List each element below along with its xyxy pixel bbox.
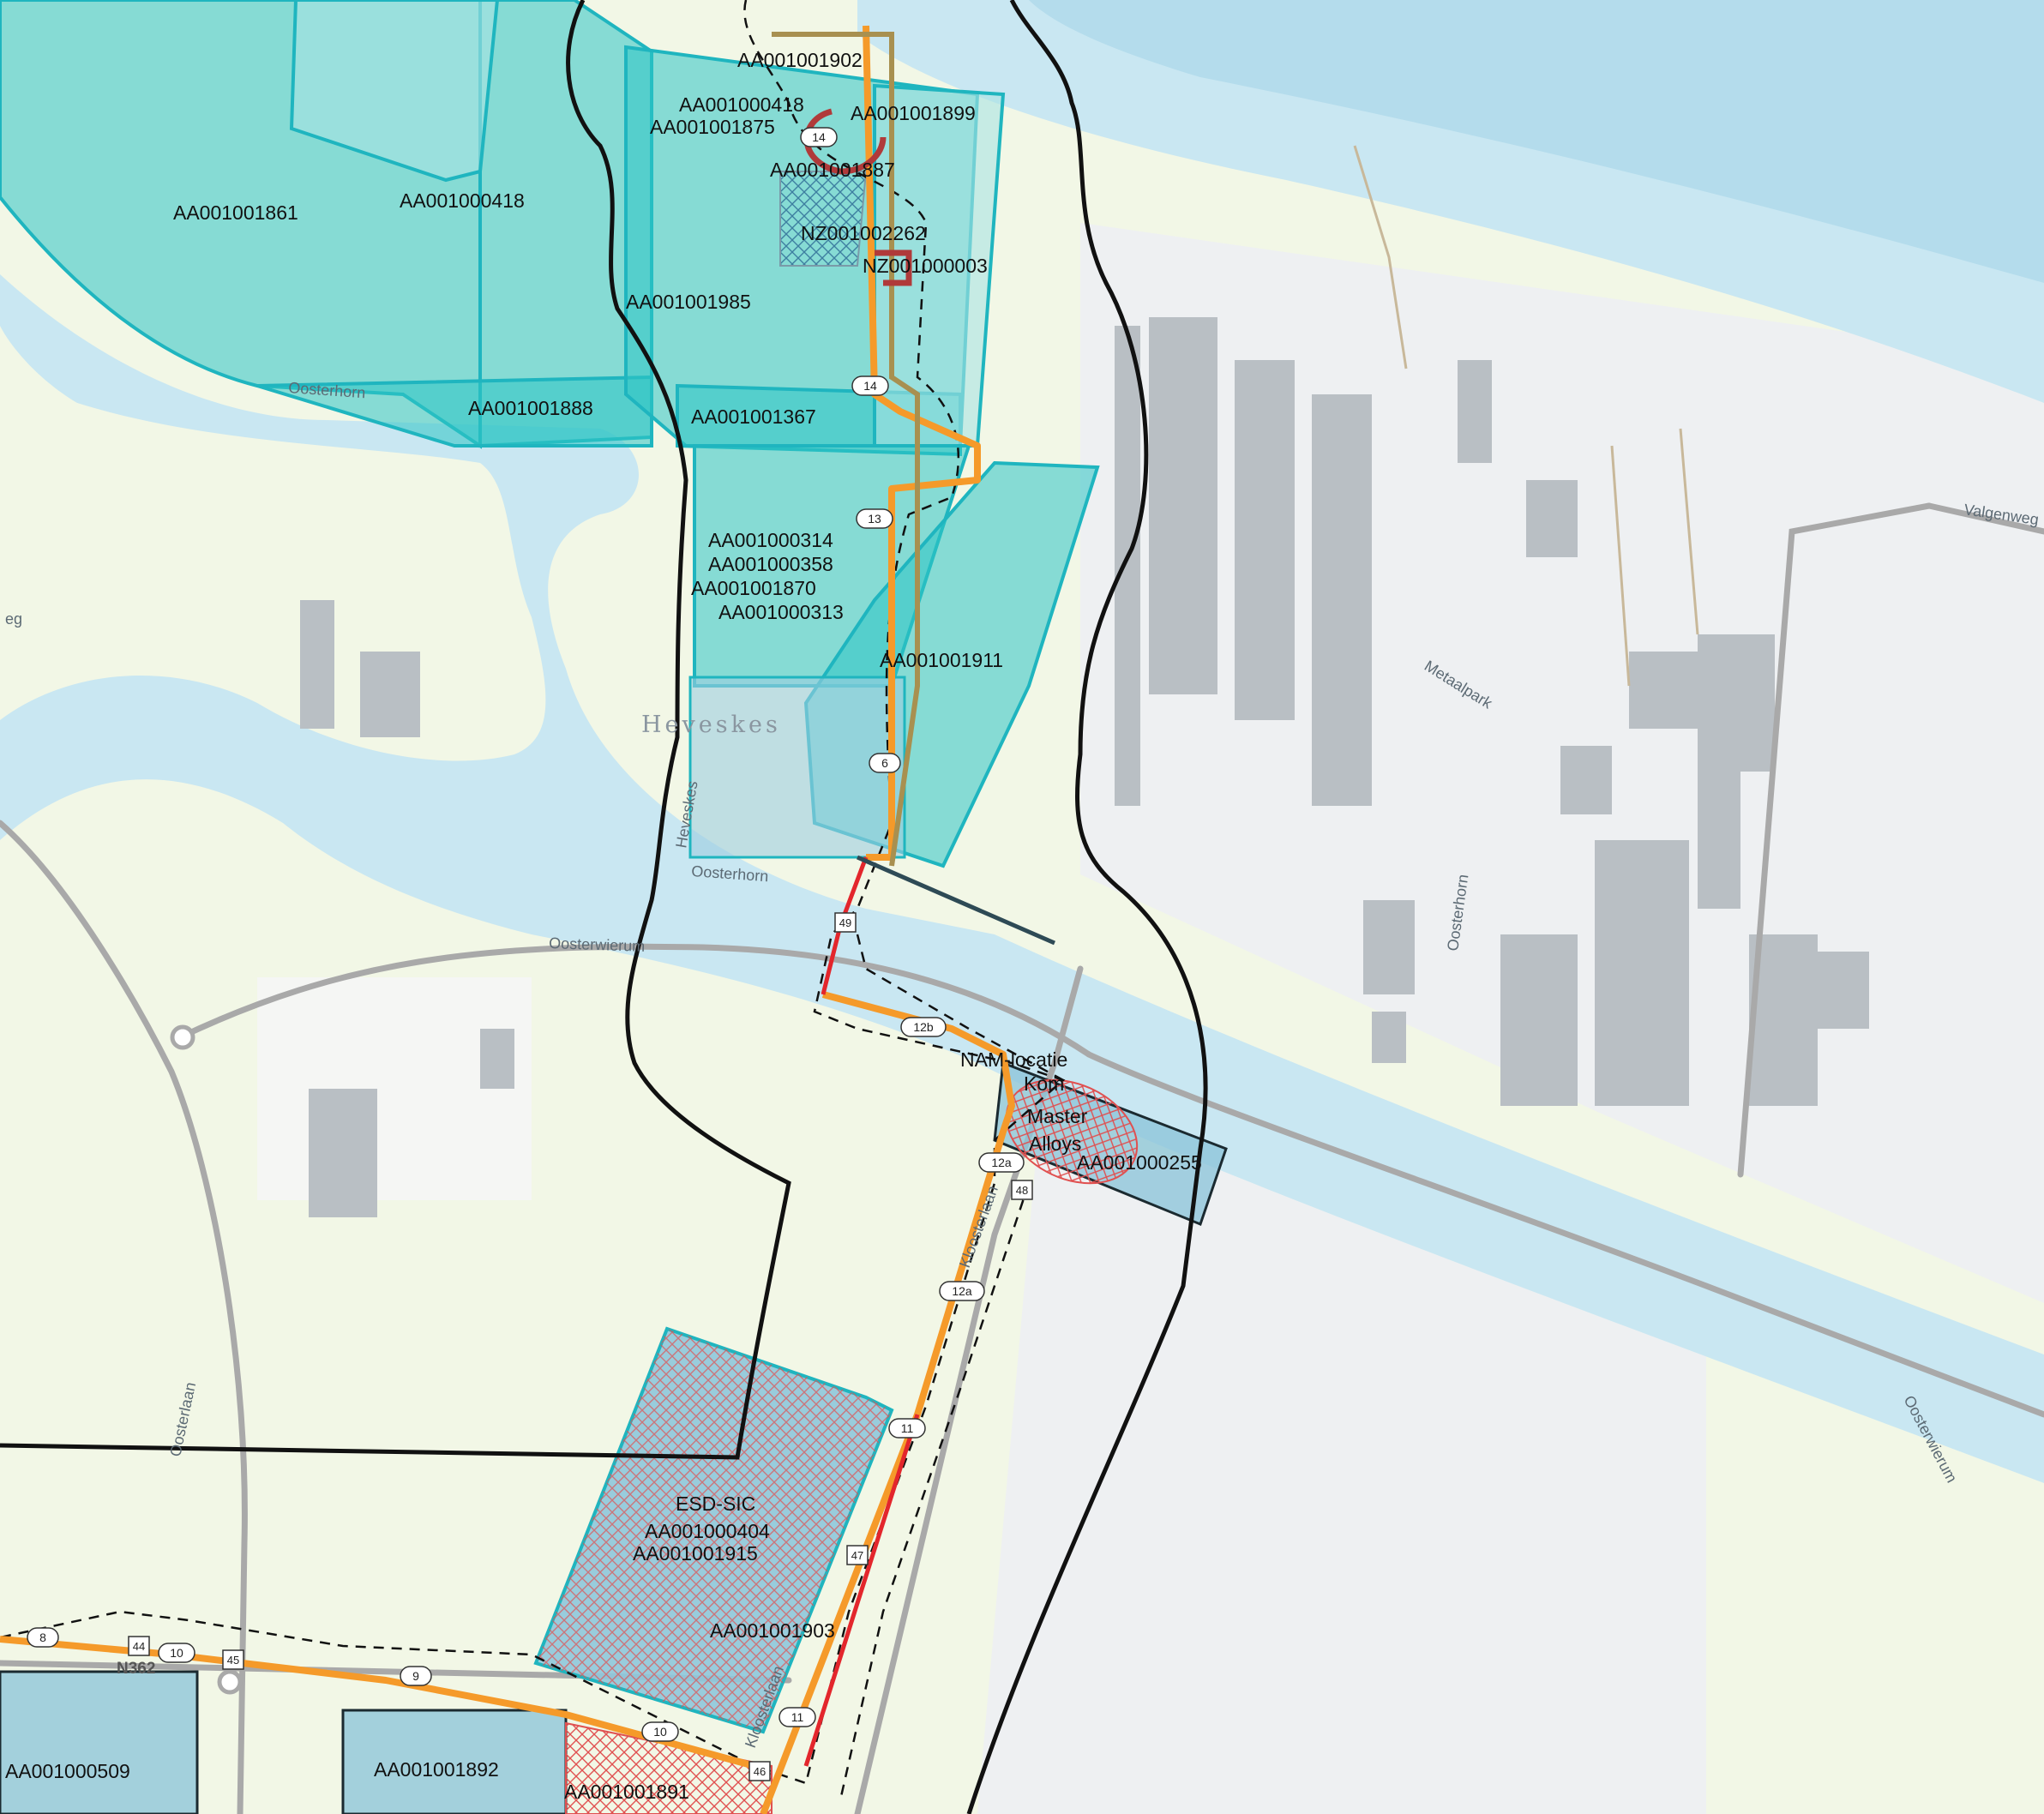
route-badge-label: 13 — [868, 512, 881, 526]
route-badge-r14_top: 14 — [800, 127, 838, 147]
label-aa001001861: AA001001861 — [173, 201, 298, 224]
label-nam-line4: Alloys — [1029, 1132, 1081, 1155]
label-nam-line1: NAM-locatie — [960, 1048, 1067, 1071]
route-badge-r11_1: 11 — [888, 1418, 926, 1439]
route-badge-r12a_1: 12a — [978, 1152, 1025, 1173]
km-marker-k49: 49 — [834, 912, 857, 933]
label-aa001000418-a: AA001000418 — [679, 93, 804, 116]
km-marker-k45: 45 — [222, 1649, 244, 1670]
route-badge-r9: 9 — [400, 1666, 432, 1686]
km-marker-k46: 46 — [748, 1761, 771, 1781]
label-aa001001911: AA001001911 — [880, 649, 1003, 671]
km-marker-k47: 47 — [846, 1545, 869, 1565]
route-badge-r13: 13 — [856, 508, 893, 529]
label-aa001000404: AA001000404 — [645, 1520, 770, 1542]
route-badge-r10_1: 10 — [158, 1643, 195, 1663]
label-aa001001902: AA001001902 — [737, 49, 863, 71]
label-aa001001367: AA001001367 — [691, 405, 816, 428]
km-marker-label: 48 — [1016, 1184, 1028, 1197]
site-labels: NAM-locatie Kom Master Alloys ESD-SIC — [676, 1048, 1088, 1515]
route-badge-label: 14 — [863, 379, 877, 393]
zones-bottom — [0, 1060, 1228, 1814]
label-aa001001870: AA001001870 — [691, 577, 816, 599]
roundabout-north — [170, 1024, 195, 1050]
zone-aa001001892[interactable] — [341, 1709, 568, 1814]
road-n362: N362 — [117, 1660, 155, 1678]
km-marker-label: 45 — [227, 1654, 239, 1667]
label-aa001000255: AA001000255 — [1077, 1151, 1202, 1174]
km-marker-label: 47 — [851, 1549, 863, 1562]
label-aa001001915: AA001001915 — [633, 1542, 758, 1565]
route-badge-label: 8 — [39, 1631, 46, 1644]
km-marker-k44: 44 — [128, 1636, 150, 1656]
route-badge-label: 12a — [991, 1156, 1012, 1169]
label-aa001000313: AA001000313 — [718, 601, 844, 623]
route-badge-label: 12a — [952, 1284, 972, 1298]
study-boundary — [0, 0, 791, 1460]
dashed-corridor-3 — [839, 1182, 1031, 1801]
route-badges: 14 14 13 6 12b 12a 12a 11 11 8 10 10 9 — [27, 127, 1025, 1742]
label-aa001001887: AA001001887 — [770, 159, 895, 181]
label-aa001001875: AA001001875 — [650, 116, 775, 138]
label-aa001001903: AA001001903 — [710, 1619, 835, 1642]
label-nz001002262: NZ001002262 — [801, 222, 926, 244]
pipeline-olive — [772, 32, 920, 867]
street-weg-fragment: eg — [5, 610, 22, 628]
place-heveskes: Heveskes — [641, 712, 781, 738]
label-aa001001891: AA001001891 — [564, 1781, 689, 1803]
study-boundary-east — [966, 0, 1208, 1814]
dashed-corridor — [0, 0, 1066, 1785]
route-badge-label: 11 — [901, 1421, 914, 1435]
route-badge-label: 12b — [913, 1020, 934, 1034]
km-marker-label: 46 — [754, 1765, 766, 1778]
label-nam-line2: Kom — [1024, 1072, 1064, 1095]
route-badge-r14_mid: 14 — [851, 375, 889, 396]
zone-aa001000509[interactable] — [0, 1670, 199, 1814]
route-badge-r10_2: 10 — [641, 1721, 679, 1742]
zone-aa001001888[interactable] — [256, 375, 653, 447]
route-badge-r6: 6 — [869, 753, 901, 773]
km-marker-label: 49 — [839, 916, 851, 929]
buildings — [300, 317, 1869, 1217]
label-aa001000509: AA001000509 — [5, 1760, 130, 1782]
zone-nz-hatched — [779, 171, 868, 267]
rail-lines — [1353, 145, 1699, 687]
industrial-area-south — [977, 1140, 1706, 1814]
route-badge-label: 6 — [881, 756, 888, 770]
street-oosterwierum-1: Oosterwierum — [549, 934, 646, 955]
label-aa001000358: AA001000358 — [708, 553, 833, 575]
route-badge-r8: 8 — [27, 1627, 59, 1648]
zone-white-overlay — [289, 0, 500, 183]
rail-dark — [857, 855, 1055, 946]
zone-labels: AA001001902 AA001000418 AA001001899 AA00… — [5, 49, 1202, 1803]
roundabout-south — [217, 1669, 243, 1695]
km-marker-label: 44 — [133, 1640, 145, 1653]
label-aa001000314: AA001000314 — [708, 529, 833, 551]
label-aa001001888: AA001001888 — [468, 397, 593, 419]
label-aa001001892: AA001001892 — [374, 1758, 499, 1781]
route-badge-label: 10 — [170, 1646, 183, 1660]
river-north-inner — [1029, 0, 2044, 283]
pipeline-darkred — [803, 108, 912, 286]
label-nam-line3: Master — [1027, 1105, 1088, 1127]
km-marker-k48: 48 — [1011, 1180, 1033, 1200]
km-markers: 49 48 47 46 45 44 — [128, 912, 1033, 1781]
route-badge-r12a_2: 12a — [939, 1281, 985, 1301]
route-badge-r12b: 12b — [900, 1017, 947, 1037]
label-nz001000003: NZ001000003 — [863, 255, 988, 277]
dashed-corridor-2 — [856, 934, 1064, 1082]
route-badge-label: 14 — [812, 130, 826, 144]
route-badge-r11_2: 11 — [779, 1707, 816, 1727]
route-badge-label: 9 — [412, 1669, 419, 1683]
route-badge-label: 11 — [791, 1710, 804, 1724]
label-aa001001899: AA001001899 — [851, 102, 976, 124]
label-aa001000418-b: AA001000418 — [400, 189, 525, 212]
canal-west — [0, 274, 2044, 1483]
route-badge-label: 10 — [653, 1725, 667, 1739]
label-aa001001985: AA001001985 — [626, 291, 751, 313]
label-esd-sic: ESD-SIC — [676, 1493, 755, 1515]
